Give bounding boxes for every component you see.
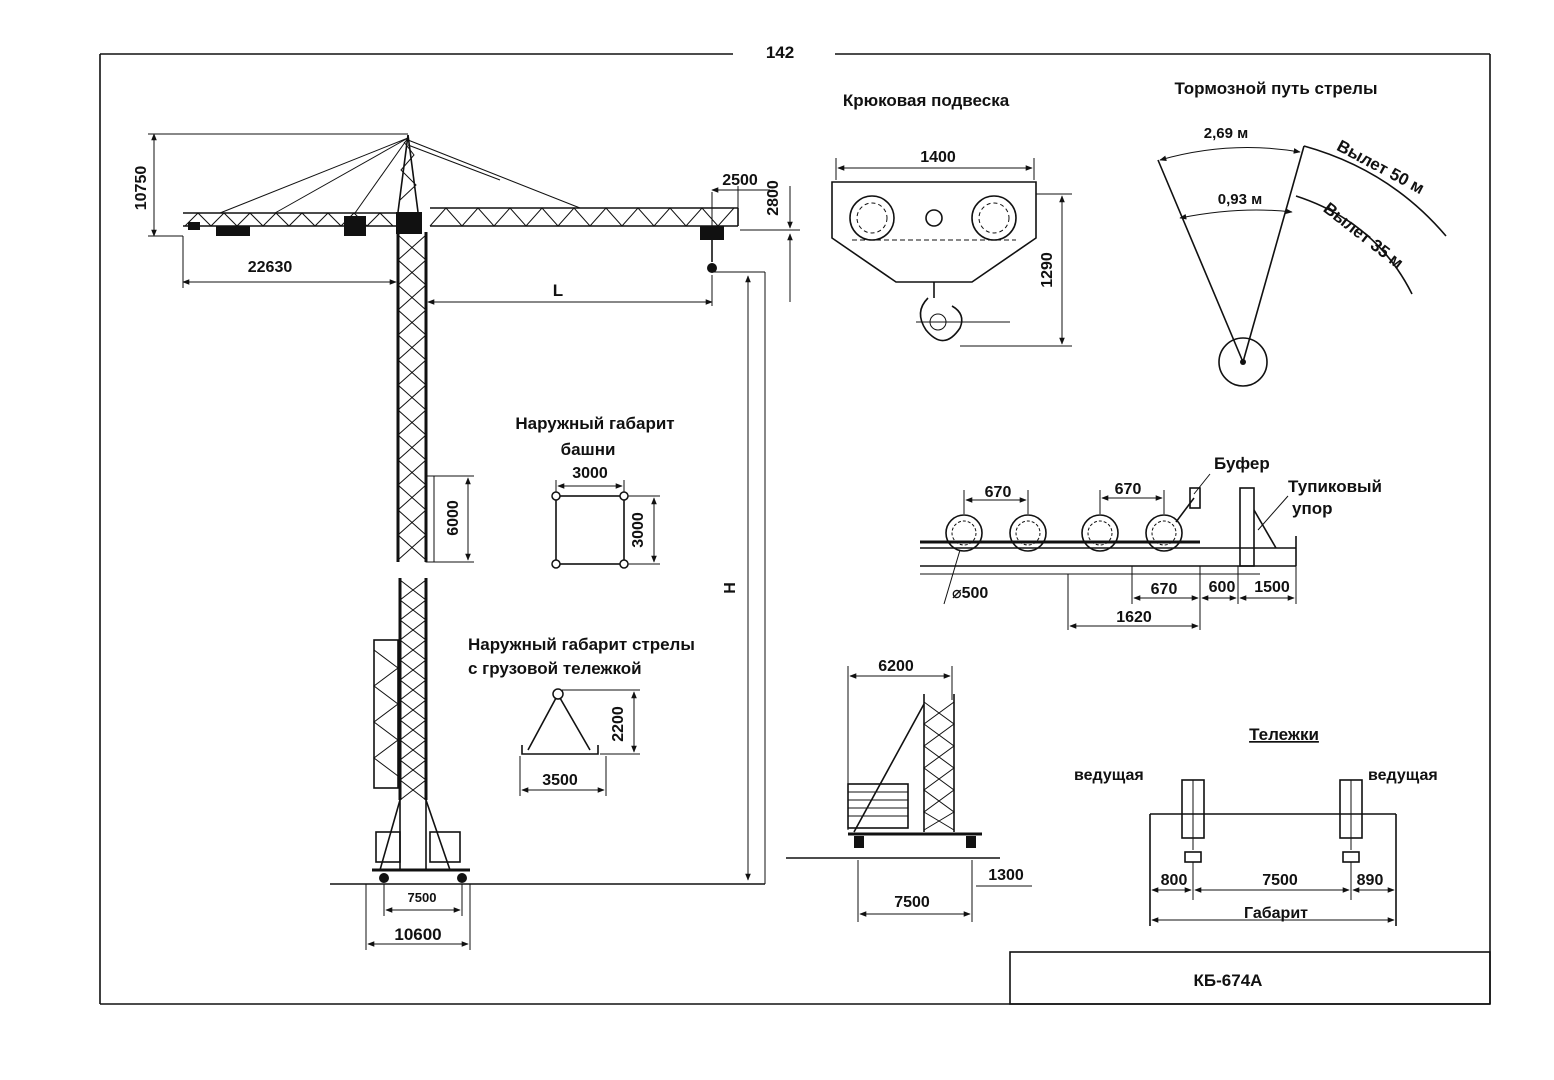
dim-section: 6000: [434, 475, 474, 563]
bogie-center-dim: 7500: [1262, 872, 1298, 889]
tower-upper: [396, 232, 435, 563]
base-track-label: 7500: [894, 894, 930, 911]
dim-label-6000: 6000: [445, 500, 462, 536]
base-clearance-label: 1300: [988, 867, 1024, 884]
dim-label-2500: 2500: [722, 172, 758, 189]
dim-600: 600: [1209, 579, 1236, 596]
dim-jib-end: 2500 2800: [711, 172, 800, 302]
jib-section-title-2: с грузовой тележкой: [468, 659, 642, 678]
braking-inner-reach: Вылет 35 м: [1320, 199, 1407, 273]
jib-width-label: 3500: [542, 772, 578, 789]
braking-outer-reach: Вылет 50 м: [1334, 136, 1428, 198]
dim-label-10600: 10600: [394, 925, 441, 944]
dim-1500: 1500: [1254, 579, 1290, 596]
hook-width-label: 1400: [920, 149, 956, 166]
base-top-width: 6200: [878, 658, 914, 675]
title-block: КБ-674А: [1009, 951, 1491, 1005]
pendant-ropes: [219, 137, 581, 214]
bogies-view: Тележки ведущая ведущая 800 7500 890 Габ…: [1074, 725, 1438, 926]
dim-label-10750: 10750: [133, 166, 150, 211]
sheet-frame: [99, 53, 1491, 1005]
braking-title: Тормозной путь стрелы: [1174, 79, 1377, 98]
dim-670-bottom: 670: [1151, 581, 1178, 598]
dim-track: 7500 10600: [365, 884, 471, 950]
jib-section-title-1: Наружный габарит стрелы: [468, 635, 695, 654]
tower-head: [396, 134, 422, 234]
crane-elevation: 10750 22630 2500 2800 L: [133, 133, 800, 950]
jib-section-view: Наружный габарит стрелы с грузовой тележ…: [468, 635, 695, 796]
stop-label-1: Тупиковый: [1288, 477, 1382, 496]
portal-base: [372, 799, 470, 883]
title-block-model: КБ-674А: [1194, 971, 1263, 990]
tower-width-label: 3000: [572, 465, 608, 482]
dim-reach: L: [427, 275, 713, 306]
wheel-spacing-a: 670: [985, 484, 1012, 501]
stop-label-2: упор: [1292, 499, 1333, 518]
wheel-diameter: ⌀500: [952, 585, 988, 602]
dim-hook-height: H: [712, 271, 766, 884]
bogie-overall-label: Габарит: [1244, 905, 1308, 922]
dim-counter-jib: 22630: [182, 236, 397, 288]
base-side-view: 6200 7500 1300: [786, 658, 1032, 922]
hook-block-title: Крюковая подвеска: [843, 91, 1010, 110]
jib-height-label: 2200: [610, 706, 627, 742]
dim-label-22630: 22630: [248, 259, 293, 276]
tower-section-view: Наружный габарит башни 3000 3000: [515, 414, 675, 569]
climbing-frame: [373, 639, 399, 789]
bogies-title: Тележки: [1249, 725, 1319, 744]
dim-label-2800: 2800: [765, 180, 782, 216]
braking-inner-label: 0,93 м: [1218, 191, 1262, 208]
tower-lower: [398, 578, 428, 801]
tower-depth-label: 3000: [630, 512, 647, 548]
braking-outer-label: 2,69 м: [1204, 125, 1248, 142]
hook-block-view: Крюковая подвеска 1400 1290: [831, 91, 1072, 347]
tower-section-title-1: Наружный габарит: [515, 414, 674, 433]
hook-height-label: 1290: [1039, 252, 1056, 288]
buffer-stop-view: Буфер Тупиковый упор 670 670 ⌀500 67: [920, 454, 1382, 630]
tower-section-title-2: башни: [561, 440, 616, 459]
braking-path-view: Тормозной путь стрелы 2,69 м 0,93 м Выле…: [1157, 79, 1447, 387]
bogie-left-label: ведущая: [1074, 767, 1144, 784]
dim-label-H: H: [722, 582, 739, 594]
bogie-right-dim: 890: [1357, 872, 1384, 889]
dim-label-L: L: [553, 281, 563, 300]
dim-1620: 1620: [1116, 609, 1152, 626]
counter-jib: [183, 212, 396, 236]
dim-height-top: 10750: [133, 133, 408, 237]
jib: [429, 207, 739, 273]
bogie-right-label: ведущая: [1368, 767, 1438, 784]
bogie-left-dim: 800: [1161, 872, 1188, 889]
wheel-spacing-b: 670: [1115, 481, 1142, 498]
page-number: 142: [766, 43, 794, 62]
buffer-label: Буфер: [1214, 454, 1270, 473]
dim-label-7500-track: 7500: [408, 890, 437, 905]
